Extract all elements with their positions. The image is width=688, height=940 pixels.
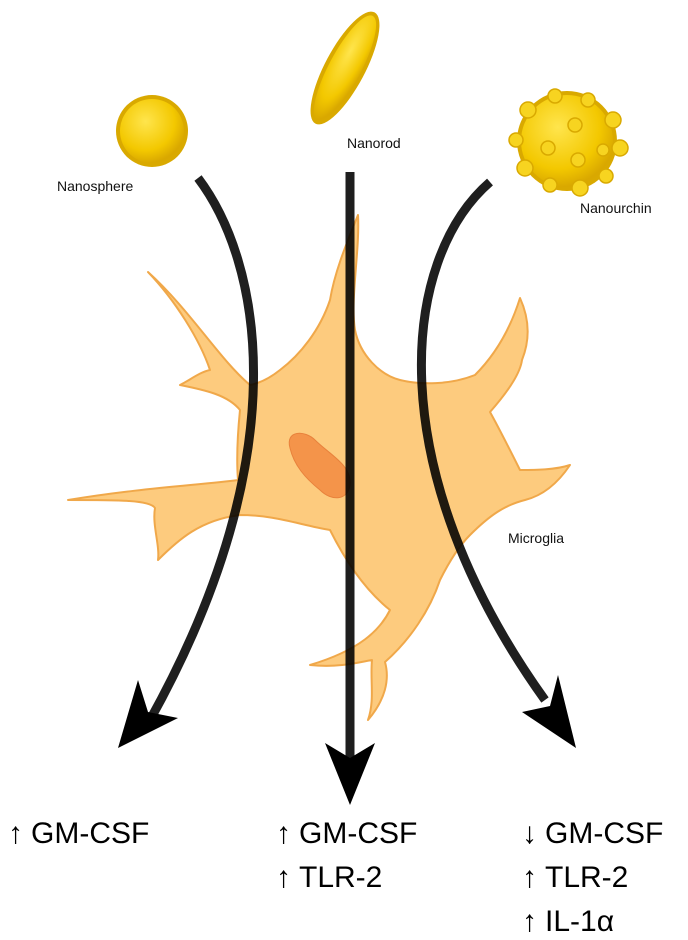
nanosphere-particle (116, 95, 188, 167)
nanorod-label: Nanorod (347, 135, 401, 151)
up-arrow-icon: ↑ (522, 861, 537, 894)
outcome-item: ↑IL-1α (522, 900, 663, 940)
outcome-item: ↓GM-CSF (522, 812, 663, 856)
nanourchin-label: Nanourchin (580, 200, 652, 216)
up-arrow-icon: ↑ (276, 861, 291, 894)
nanorod-particle (298, 3, 392, 133)
left-outcomes: ↑GM-CSF (8, 812, 149, 856)
up-arrow-icon: ↑ (522, 905, 537, 938)
up-arrow-icon: ↑ (276, 817, 291, 850)
outcome-item: ↑TLR-2 (276, 856, 417, 900)
middle-outcomes: ↑GM-CSF ↑TLR-2 (276, 812, 417, 900)
up-arrow-icon: ↑ (8, 817, 23, 850)
outcome-item: ↑TLR-2 (522, 856, 663, 900)
outcome-item: ↑GM-CSF (276, 812, 417, 856)
microglia-label: Microglia (508, 530, 564, 546)
outcome-item: ↑GM-CSF (8, 812, 149, 856)
nanourchin-particle (509, 89, 628, 196)
down-arrow-icon: ↓ (522, 817, 537, 850)
right-outcomes: ↓GM-CSF ↑TLR-2 ↑IL-1α (522, 812, 663, 940)
nanosphere-label: Nanosphere (57, 178, 133, 194)
